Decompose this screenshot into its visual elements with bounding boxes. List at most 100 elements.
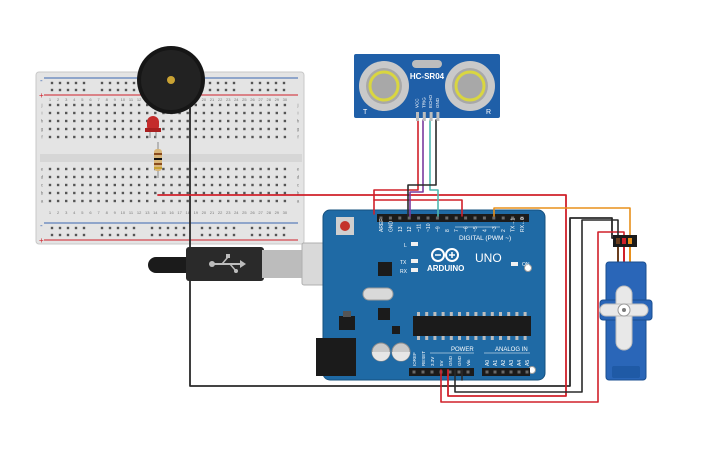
column-number: 9 bbox=[114, 210, 117, 215]
column-number: 21 bbox=[210, 97, 215, 102]
column-number: 4 bbox=[73, 97, 76, 102]
wire-pin8-led bbox=[373, 199, 463, 217]
row-letter: j bbox=[41, 103, 43, 108]
digital-pin-label: ~5 bbox=[473, 226, 479, 232]
digital-pin-label: 8 bbox=[445, 229, 451, 232]
column-number: 17 bbox=[177, 210, 182, 215]
arduino-brand: ARDUINO bbox=[427, 264, 464, 273]
column-number: 24 bbox=[234, 97, 239, 102]
digital-pin-label: ~11 bbox=[417, 224, 423, 232]
servo-horn-icon bbox=[599, 285, 649, 351]
column-number: 14 bbox=[153, 210, 158, 215]
row-letter: g bbox=[41, 127, 44, 132]
wire-sensor-trig bbox=[409, 119, 424, 217]
column-number: 25 bbox=[242, 210, 247, 215]
power-pin-label: IOREF bbox=[412, 352, 417, 366]
usb-icon bbox=[209, 254, 246, 273]
receiver-icon bbox=[445, 61, 495, 111]
row-letter: h bbox=[297, 119, 300, 124]
rail-plus-label: + bbox=[39, 91, 44, 100]
analog-pin-label: A1 bbox=[493, 360, 499, 366]
wires bbox=[157, 107, 631, 403]
row-letter: e bbox=[297, 167, 300, 172]
sensor-pin-label: VCC bbox=[415, 98, 420, 108]
piezo-buzzer[interactable] bbox=[137, 46, 205, 114]
column-number: 1 bbox=[49, 210, 52, 215]
sensor-t-mark: T bbox=[363, 109, 368, 116]
row-letter: d bbox=[297, 175, 300, 180]
column-number: 13 bbox=[145, 210, 150, 215]
led-tx-label: TX bbox=[400, 260, 407, 266]
row-letter: a bbox=[41, 199, 44, 204]
analog-pin-label: A2 bbox=[501, 360, 507, 366]
analog-pin-label: A4 bbox=[517, 360, 523, 366]
row-letter: c bbox=[41, 183, 44, 188]
voltage-regulator bbox=[339, 316, 355, 330]
digital-pin-label: 12 bbox=[407, 226, 413, 232]
column-number: 23 bbox=[226, 210, 231, 215]
column-number: 30 bbox=[283, 210, 288, 215]
power-header-label: POWER bbox=[451, 347, 474, 353]
red-led[interactable] bbox=[145, 116, 161, 138]
column-number: 6 bbox=[89, 210, 92, 215]
column-number: 30 bbox=[283, 97, 288, 102]
column-number: 11 bbox=[129, 97, 134, 102]
rail-minus-label-bottom: - bbox=[40, 221, 43, 230]
sensor-crystal bbox=[412, 60, 442, 68]
sensor-pin-label: ECHO bbox=[428, 94, 433, 108]
column-number: 27 bbox=[258, 97, 263, 102]
sensor-pin-label: TRIG bbox=[421, 97, 426, 108]
digital-pin-label: AREF bbox=[379, 219, 385, 232]
capacitors bbox=[371, 342, 411, 362]
column-number: 3 bbox=[65, 97, 68, 102]
row-letter: b bbox=[41, 191, 44, 196]
row-letter: i bbox=[298, 111, 299, 116]
column-number: 28 bbox=[266, 97, 271, 102]
row-letter: c bbox=[297, 183, 300, 188]
status-leds: L TX RX ON bbox=[400, 242, 530, 275]
usb-cable[interactable] bbox=[148, 242, 339, 286]
column-number: 3 bbox=[65, 210, 68, 215]
digital-pin-label: 4 bbox=[482, 229, 488, 232]
row-letter: j bbox=[297, 103, 299, 108]
reset-button[interactable] bbox=[336, 217, 354, 235]
column-number: 10 bbox=[121, 97, 126, 102]
column-number: 9 bbox=[114, 97, 117, 102]
wire-servo-ground bbox=[454, 219, 619, 393]
row-letter: h bbox=[41, 119, 44, 124]
column-number: 19 bbox=[194, 210, 199, 215]
led-rx-label: RX bbox=[400, 269, 408, 275]
crystal-oscillator bbox=[362, 287, 394, 301]
column-number: 2 bbox=[57, 97, 60, 102]
column-number: 15 bbox=[161, 210, 166, 215]
digital-pin-label: ~3 bbox=[492, 226, 498, 232]
wire-buzzer-ground bbox=[189, 107, 620, 387]
digital-pin-label: ~10 bbox=[426, 223, 432, 232]
analog-pin-label: A0 bbox=[485, 360, 491, 366]
rail-minus-label: - bbox=[40, 76, 43, 85]
dc-power-jack[interactable] bbox=[316, 338, 356, 376]
rail-plus-label-bottom: + bbox=[39, 236, 44, 245]
row-letter: d bbox=[41, 175, 44, 180]
column-number: 10 bbox=[121, 210, 126, 215]
column-number: 25 bbox=[242, 97, 247, 102]
column-number: 12 bbox=[137, 210, 142, 215]
column-number: 8 bbox=[106, 210, 109, 215]
micro-servo[interactable] bbox=[599, 235, 653, 381]
column-number: 20 bbox=[202, 210, 207, 215]
column-number: 18 bbox=[185, 210, 190, 215]
column-number: 8 bbox=[106, 97, 109, 102]
column-number: 23 bbox=[226, 97, 231, 102]
column-number: 2 bbox=[57, 210, 60, 215]
power-pin-label: GND bbox=[448, 355, 453, 366]
analog-pin-label: A5 bbox=[525, 360, 531, 366]
column-number: 28 bbox=[266, 210, 271, 215]
sensor-pin-label: GND bbox=[435, 97, 440, 108]
digital-pin-label: GND bbox=[388, 221, 394, 233]
resistor[interactable] bbox=[154, 142, 162, 178]
